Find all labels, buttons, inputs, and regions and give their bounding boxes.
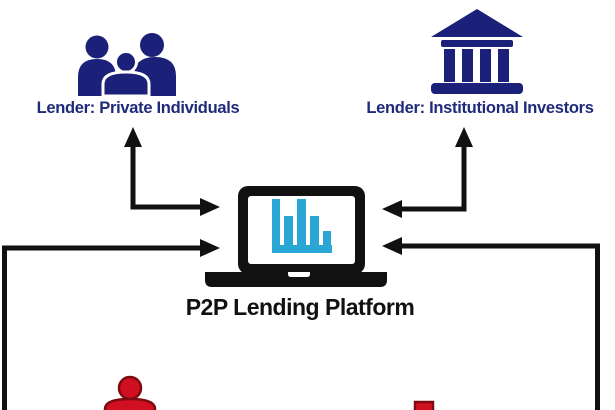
arrow-platform-to-private-lenders bbox=[124, 127, 220, 216]
platform-label: P2P Lending Platform bbox=[185, 294, 415, 320]
lender-institutional-label: Lender: Institutional Investors bbox=[366, 99, 594, 117]
building-top-icon bbox=[413, 400, 435, 410]
laptop-with-bar-chart-icon bbox=[205, 186, 387, 287]
bar-chart-icon bbox=[272, 199, 332, 253]
person-icon bbox=[103, 375, 157, 410]
arrow-left-loop-to-platform bbox=[2, 239, 220, 410]
arrow-right-loop-to-platform bbox=[382, 237, 600, 410]
lender-private-label: Lender: Private Individuals bbox=[36, 99, 240, 117]
arrow-platform-to-institutional-lenders bbox=[382, 127, 473, 218]
people-group-icon bbox=[78, 33, 176, 98]
bank-icon bbox=[431, 9, 523, 94]
